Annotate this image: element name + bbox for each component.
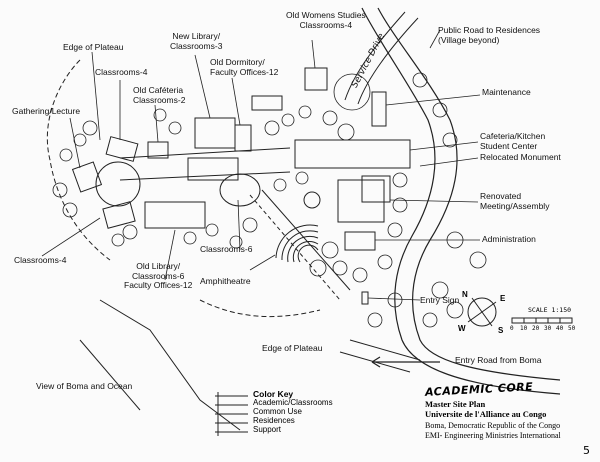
label-edge-plateau-top: Edge of Plateau	[63, 42, 124, 52]
view-line	[99, 299, 241, 431]
west-plaza	[219, 173, 261, 207]
renovated-meeting-building	[337, 179, 385, 223]
scale-label: SCALE 1:150	[528, 306, 572, 314]
classrooms6-building	[187, 157, 239, 181]
trees	[52, 72, 487, 328]
compass-n: N	[462, 290, 468, 299]
label-classrooms6: Classrooms-6	[200, 244, 253, 254]
scale-bar	[511, 317, 573, 324]
label-entry-sign: Entry Sign	[420, 295, 460, 305]
label-administration: Administration	[482, 234, 536, 244]
title-line-4: EMI- Engineering Ministries Internationa…	[425, 431, 561, 440]
scale-tick-2: 20	[532, 325, 540, 332]
public-road-inner-edge	[361, 7, 561, 395]
plateau-edge-bottom	[199, 299, 321, 318]
amphitheatre-arcs	[275, 224, 319, 263]
old-dormitory-building	[251, 95, 283, 111]
label-edge-plateau-bottom: Edge of Plateau	[262, 343, 323, 353]
new-library-wing	[234, 124, 252, 152]
old-library-building	[144, 201, 206, 229]
scale-tick-0: 0	[510, 325, 514, 332]
plateau-edge-top	[46, 59, 111, 261]
color-key-item-residences: Residences	[253, 416, 295, 425]
north-arrow	[467, 297, 497, 327]
title-line-3: Boma, Democratic Republic of the Congo	[425, 421, 561, 430]
label-public-road: Public Road to Residences(Village beyond…	[438, 25, 541, 45]
title-line-1: Master Site Plan	[425, 399, 486, 409]
label-old-dormitory: Old Dormitory/Faculty Offices-12	[210, 57, 279, 77]
scale-tick-4: 40	[556, 325, 564, 332]
gathering-plaza	[95, 161, 141, 207]
color-key-title: Color Key	[253, 389, 294, 399]
entry-arrow	[371, 356, 440, 368]
monument-circle	[303, 191, 321, 209]
scale-tick-5: 50	[568, 325, 576, 332]
color-key-item-support: Support	[253, 425, 282, 434]
label-classrooms4-top: Classrooms-4	[95, 67, 148, 77]
renovated-meeting-wing	[361, 175, 391, 203]
entry-road-edge-1	[349, 339, 421, 361]
classrooms4-left-building	[102, 201, 136, 229]
old-womens-studies-building	[304, 67, 328, 91]
compass-e: E	[500, 294, 506, 303]
scale-tick-3: 30	[544, 325, 552, 332]
label-gathering: Gathering/Lecture	[12, 106, 81, 116]
label-maintenance: Maintenance	[482, 87, 531, 97]
color-key-item-academic: Academic/Classrooms	[253, 398, 333, 407]
label-classrooms4-left: Classrooms-4	[14, 255, 67, 265]
walkway-diagonal	[249, 194, 341, 301]
label-entry-road: Entry Road from Boma	[455, 355, 542, 365]
walkway-top	[119, 147, 291, 159]
label-amphitheatre: Amphitheatre	[200, 276, 251, 286]
maintenance-building	[371, 91, 387, 127]
page-number: 5	[583, 444, 590, 457]
walkway-bottom	[119, 171, 291, 181]
scale-tick-1: 10	[520, 325, 528, 332]
administration-building	[344, 231, 376, 251]
color-key-swatches	[215, 392, 248, 436]
compass-s: S	[498, 326, 504, 335]
title-line-2: Universite de l'Alliance au Congo	[425, 409, 547, 419]
service-drive-edge-1	[344, 11, 406, 101]
classrooms4-top-building	[105, 136, 139, 162]
gathering-lecture-building	[71, 161, 103, 193]
view-line-2	[79, 339, 141, 411]
service-drive-edge-2	[357, 17, 419, 105]
new-library-building	[194, 117, 236, 149]
entry-sign	[361, 291, 369, 305]
label-new-library: New Library/Classrooms-3	[170, 31, 223, 51]
color-key-item-common: Common Use	[253, 407, 302, 416]
cafeteria-student-center	[294, 139, 411, 169]
compass-w: W	[458, 324, 466, 333]
label-view-boma: View of Boma and Ocean	[36, 381, 133, 391]
leader-lines	[41, 29, 481, 301]
label-relocated-monument: Relocated Monument	[480, 152, 561, 162]
